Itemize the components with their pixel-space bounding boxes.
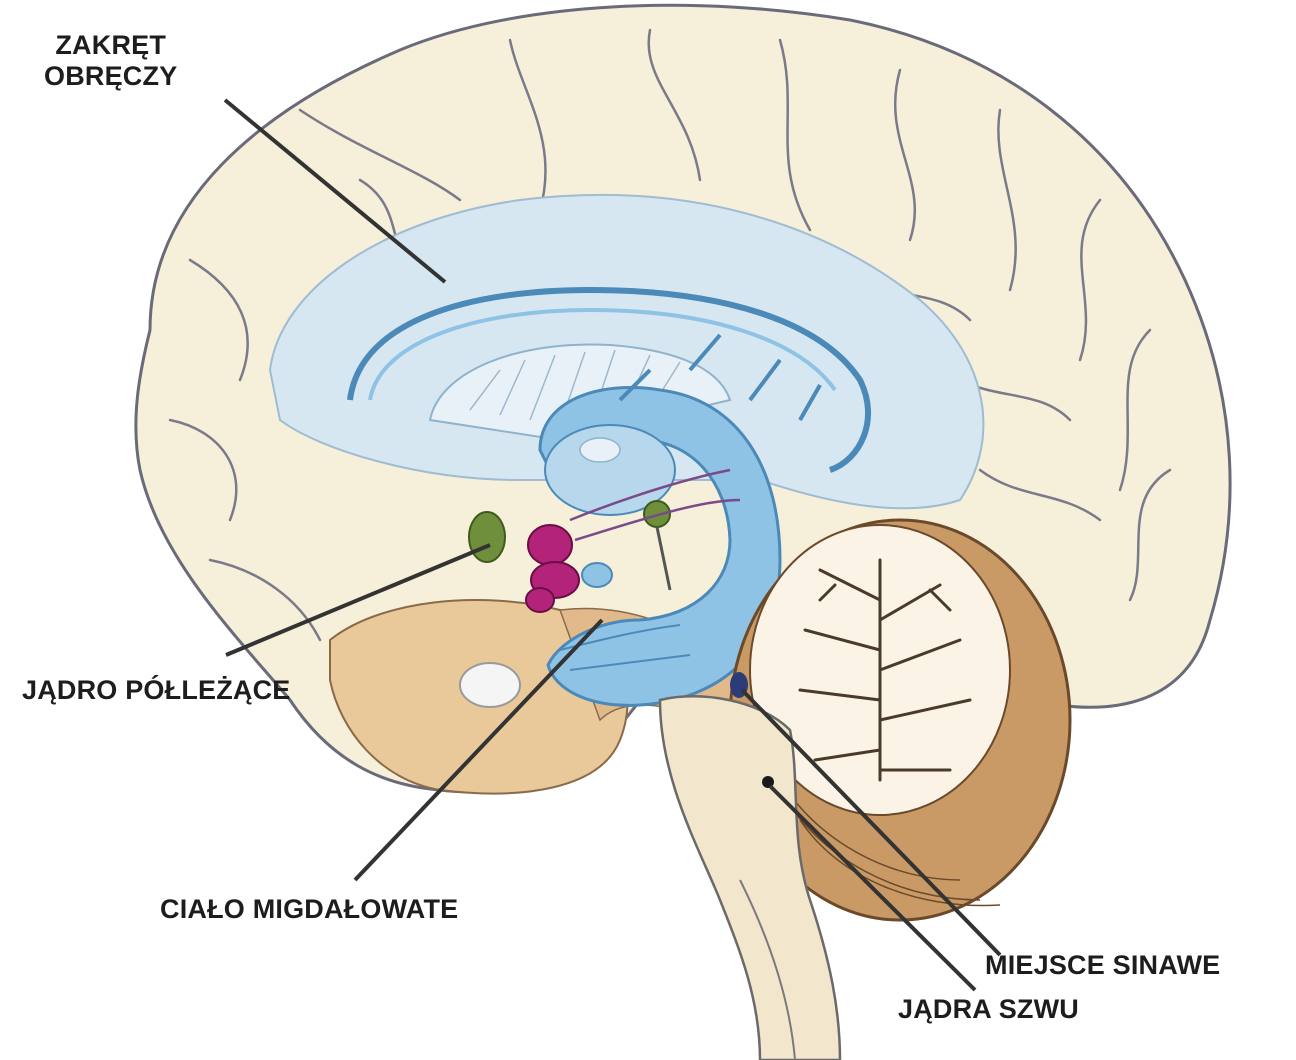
label-cingulate-line2: OBRĘCZY: [44, 61, 177, 92]
nucleus-accumbens-marker: [469, 512, 505, 562]
label-cingulate-line1: ZAKRĘT: [44, 30, 177, 61]
label-raphe-nuclei: JĄDRA SZWU: [898, 994, 1079, 1025]
label-locus-coeruleus: MIEJSCE SINAWE: [985, 950, 1220, 981]
label-nucleus-accumbens: JĄDRO PÓŁLEŻĄCE: [22, 675, 291, 706]
label-cingulate-gyrus: ZAKRĘT OBRĘCZY: [44, 30, 177, 92]
label-amygdala: CIAŁO MIGDAŁOWATE: [160, 894, 458, 925]
